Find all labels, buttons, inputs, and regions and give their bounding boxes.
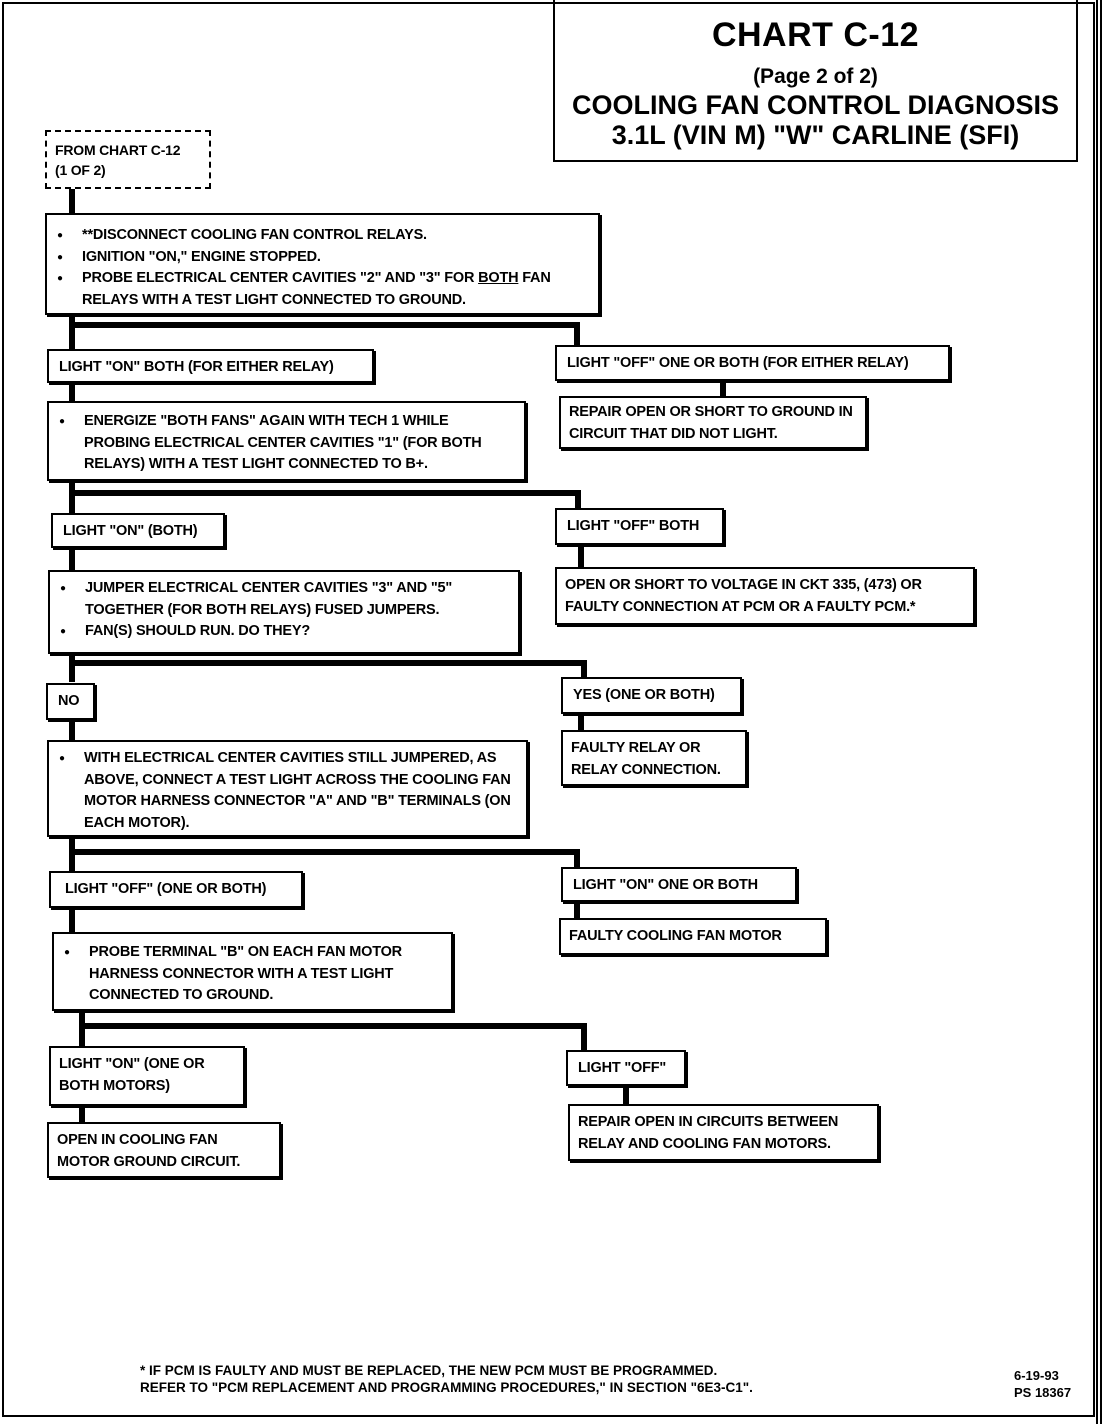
branch2-left-label: LIGHT "ON" (BOTH) <box>51 513 225 548</box>
step1-item: IGNITION "ON," ENGINE STOPPED. <box>55 247 590 269</box>
step3-item: FAN(S) SHOULD RUN. DO THEY? <box>58 621 510 643</box>
connector <box>69 653 75 682</box>
connector <box>575 490 581 510</box>
connector <box>574 901 580 920</box>
branch3-right-label: YES (ONE OR BOTH) <box>561 677 742 714</box>
document-date: 6-19-93 <box>1014 1368 1059 1383</box>
branch2-right-result: OPEN OR SHORT TO VOLTAGE IN CKT 335, (47… <box>555 567 975 625</box>
connector <box>69 849 580 855</box>
step2-box: ENERGIZE "BOTH FANS" AGAIN WITH TECH 1 W… <box>47 401 526 481</box>
branch5-left-label: LIGHT "ON" (ONE OR BOTH MOTORS) <box>49 1046 245 1106</box>
page-edge <box>1096 0 1102 1424</box>
document-ps-number: PS 18367 <box>1014 1385 1072 1400</box>
step3-item: JUMPER ELECTRICAL CENTER CAVITIES "3" AN… <box>58 578 510 621</box>
from-chart-box: FROM CHART C-12 (1 OF 2) <box>45 130 211 189</box>
connector <box>69 189 75 215</box>
footnote: * IF PCM IS FAULTY AND MUST BE REPLACED,… <box>140 1362 753 1396</box>
branch1-left-label: LIGHT "ON" BOTH (FOR EITHER RELAY) <box>47 349 374 383</box>
connector <box>69 490 581 496</box>
connector <box>79 1106 85 1124</box>
chart-subtitle-1: COOLING FAN CONTROL DIAGNOSIS <box>571 90 1059 120</box>
connector <box>69 547 75 572</box>
connector <box>69 660 587 666</box>
connector <box>69 837 75 873</box>
connector <box>581 660 587 679</box>
branch5-right-result: REPAIR OPEN IN CIRCUITS BETWEEN RELAY AN… <box>568 1104 879 1161</box>
chart-subtitle-2: 3.1L (VIN M) "W" CARLINE (SFI) <box>611 120 1020 150</box>
from-chart-line1: FROM CHART C-12 <box>55 142 181 158</box>
branch1-right-label: LIGHT "OFF" ONE OR BOTH (FOR EITHER RELA… <box>555 345 950 381</box>
connector <box>720 381 726 397</box>
step1-item: PROBE ELECTRICAL CENTER CAVITIES "2" AND… <box>55 268 590 311</box>
from-chart-line2: (1 OF 2) <box>55 162 106 178</box>
connector <box>581 1023 587 1050</box>
branch4-right-result: FAULTY COOLING FAN MOTOR <box>559 918 827 955</box>
step3-box: JUMPER ELECTRICAL CENTER CAVITIES "3" AN… <box>48 570 520 654</box>
connector <box>578 713 584 730</box>
connector <box>69 719 75 741</box>
branch1-right-result: REPAIR OPEN OR SHORT TO GROUND IN CIRCUI… <box>559 396 867 449</box>
title-block: CHART C-12 (Page 2 of 2) COOLING FAN CON… <box>553 0 1078 162</box>
step2-item: ENERGIZE "BOTH FANS" AGAIN WITH TECH 1 W… <box>57 411 516 476</box>
step1-item: **DISCONNECT COOLING FAN CONTROL RELAYS. <box>55 225 590 247</box>
footnote-line1: * IF PCM IS FAULTY AND MUST BE REPLACED,… <box>140 1363 718 1378</box>
branch5-left-result: OPEN IN COOLING FAN MOTOR GROUND CIRCUIT… <box>47 1122 281 1178</box>
page-indicator: (Page 2 of 2) <box>753 65 878 88</box>
step4-box: WITH ELECTRICAL CENTER CAVITIES STILL JU… <box>47 740 528 837</box>
connector <box>69 907 75 933</box>
connector <box>79 1023 587 1029</box>
branch4-right-label: LIGHT "ON" ONE OR BOTH <box>561 867 797 902</box>
step1-box: **DISCONNECT COOLING FAN CONTROL RELAYS.… <box>45 213 600 315</box>
connector <box>69 480 75 513</box>
connector <box>69 322 580 328</box>
connector <box>623 1085 629 1106</box>
connector <box>574 322 580 346</box>
step5-box: PROBE TERMINAL "B" ON EACH FAN MOTOR HAR… <box>52 932 453 1011</box>
branch2-right-label: LIGHT "OFF" BOTH <box>555 508 724 545</box>
connector <box>574 849 580 870</box>
branch3-right-result: FAULTY RELAY OR RELAY CONNECTION. <box>561 730 747 786</box>
branch5-right-label: LIGHT "OFF" <box>566 1050 686 1086</box>
footnote-line2: REFER TO "PCM REPLACEMENT AND PROGRAMMIN… <box>140 1380 753 1395</box>
connector <box>578 545 584 567</box>
branch3-left-label: NO <box>46 683 95 720</box>
step5-item: PROBE TERMINAL "B" ON EACH FAN MOTOR HAR… <box>62 942 443 1007</box>
branch4-left-label: LIGHT "OFF" (ONE OR BOTH) <box>49 871 303 908</box>
document-code: 6-19-93 PS 18367 <box>1014 1367 1071 1401</box>
step4-item: WITH ELECTRICAL CENTER CAVITIES STILL JU… <box>57 748 518 834</box>
connector <box>69 314 75 353</box>
connector <box>69 381 75 403</box>
chart-title: CHART C-12 <box>711 16 920 54</box>
